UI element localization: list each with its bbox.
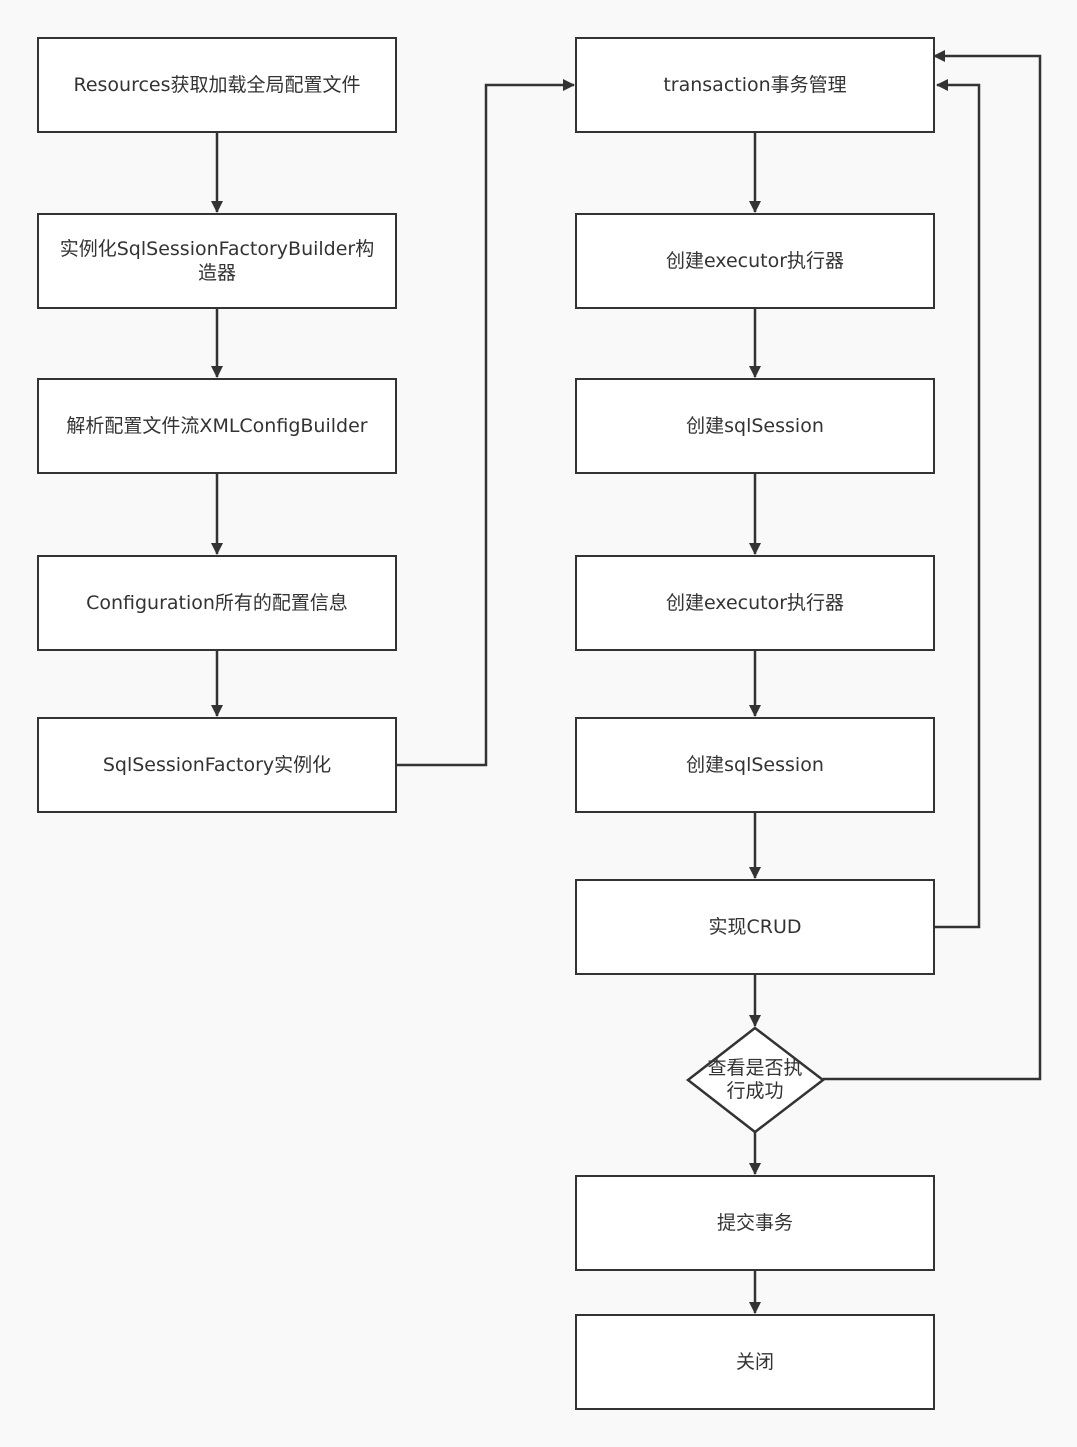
node-factory: SqlSessionFactory实例化 [37, 717, 397, 813]
node-parse-xml-label: 解析配置文件流XMLConfigBuilder [66, 415, 368, 437]
node-configuration-label: Configuration所有的配置信息 [86, 592, 348, 614]
node-transaction-label: transaction事务管理 [663, 74, 847, 96]
node-factory-label: SqlSessionFactory实例化 [102, 754, 332, 776]
node-executor-2-label: 创建executor执行器 [665, 592, 845, 614]
node-close: 关闭 [575, 1314, 935, 1410]
arrow-check-back-to-transaction [823, 50, 1042, 1081]
arrow-crud-back-to-transaction [935, 79, 981, 929]
node-executor-1: 创建executor执行器 [575, 213, 935, 309]
node-executor-1-label: 创建executor执行器 [665, 250, 845, 272]
node-sqlsession-1-label: 创建sqlSession [686, 415, 824, 437]
node-configuration: Configuration所有的配置信息 [37, 555, 397, 651]
node-check-success-text: 查看是否执行成功 [707, 1057, 803, 1102]
node-load-config-label: Resources获取加载全局配置文件 [73, 74, 361, 96]
node-load-config: Resources获取加载全局配置文件 [37, 37, 397, 133]
node-check-success-label: 查看是否执行成功 [700, 1050, 810, 1110]
node-commit-label: 提交事务 [716, 1212, 793, 1234]
node-sqlsession-2-label: 创建sqlSession [686, 754, 824, 776]
arrow-factory-to-transaction [397, 79, 575, 767]
node-crud: 实现CRUD [575, 879, 935, 975]
node-sqlsession-2: 创建sqlSession [575, 717, 935, 813]
decision-diamond [685, 1026, 826, 1134]
node-builder-label: 实例化SqlSessionFactoryBuilder构造器 [59, 238, 375, 284]
node-executor-2: 创建executor执行器 [575, 555, 935, 651]
node-commit: 提交事务 [575, 1175, 935, 1271]
node-sqlsession-1: 创建sqlSession [575, 378, 935, 474]
node-parse-xml: 解析配置文件流XMLConfigBuilder [37, 378, 397, 474]
node-transaction: transaction事务管理 [575, 37, 935, 133]
node-builder: 实例化SqlSessionFactoryBuilder构造器 [37, 213, 397, 309]
node-close-label: 关闭 [735, 1351, 774, 1373]
node-crud-label: 实现CRUD [708, 916, 802, 938]
